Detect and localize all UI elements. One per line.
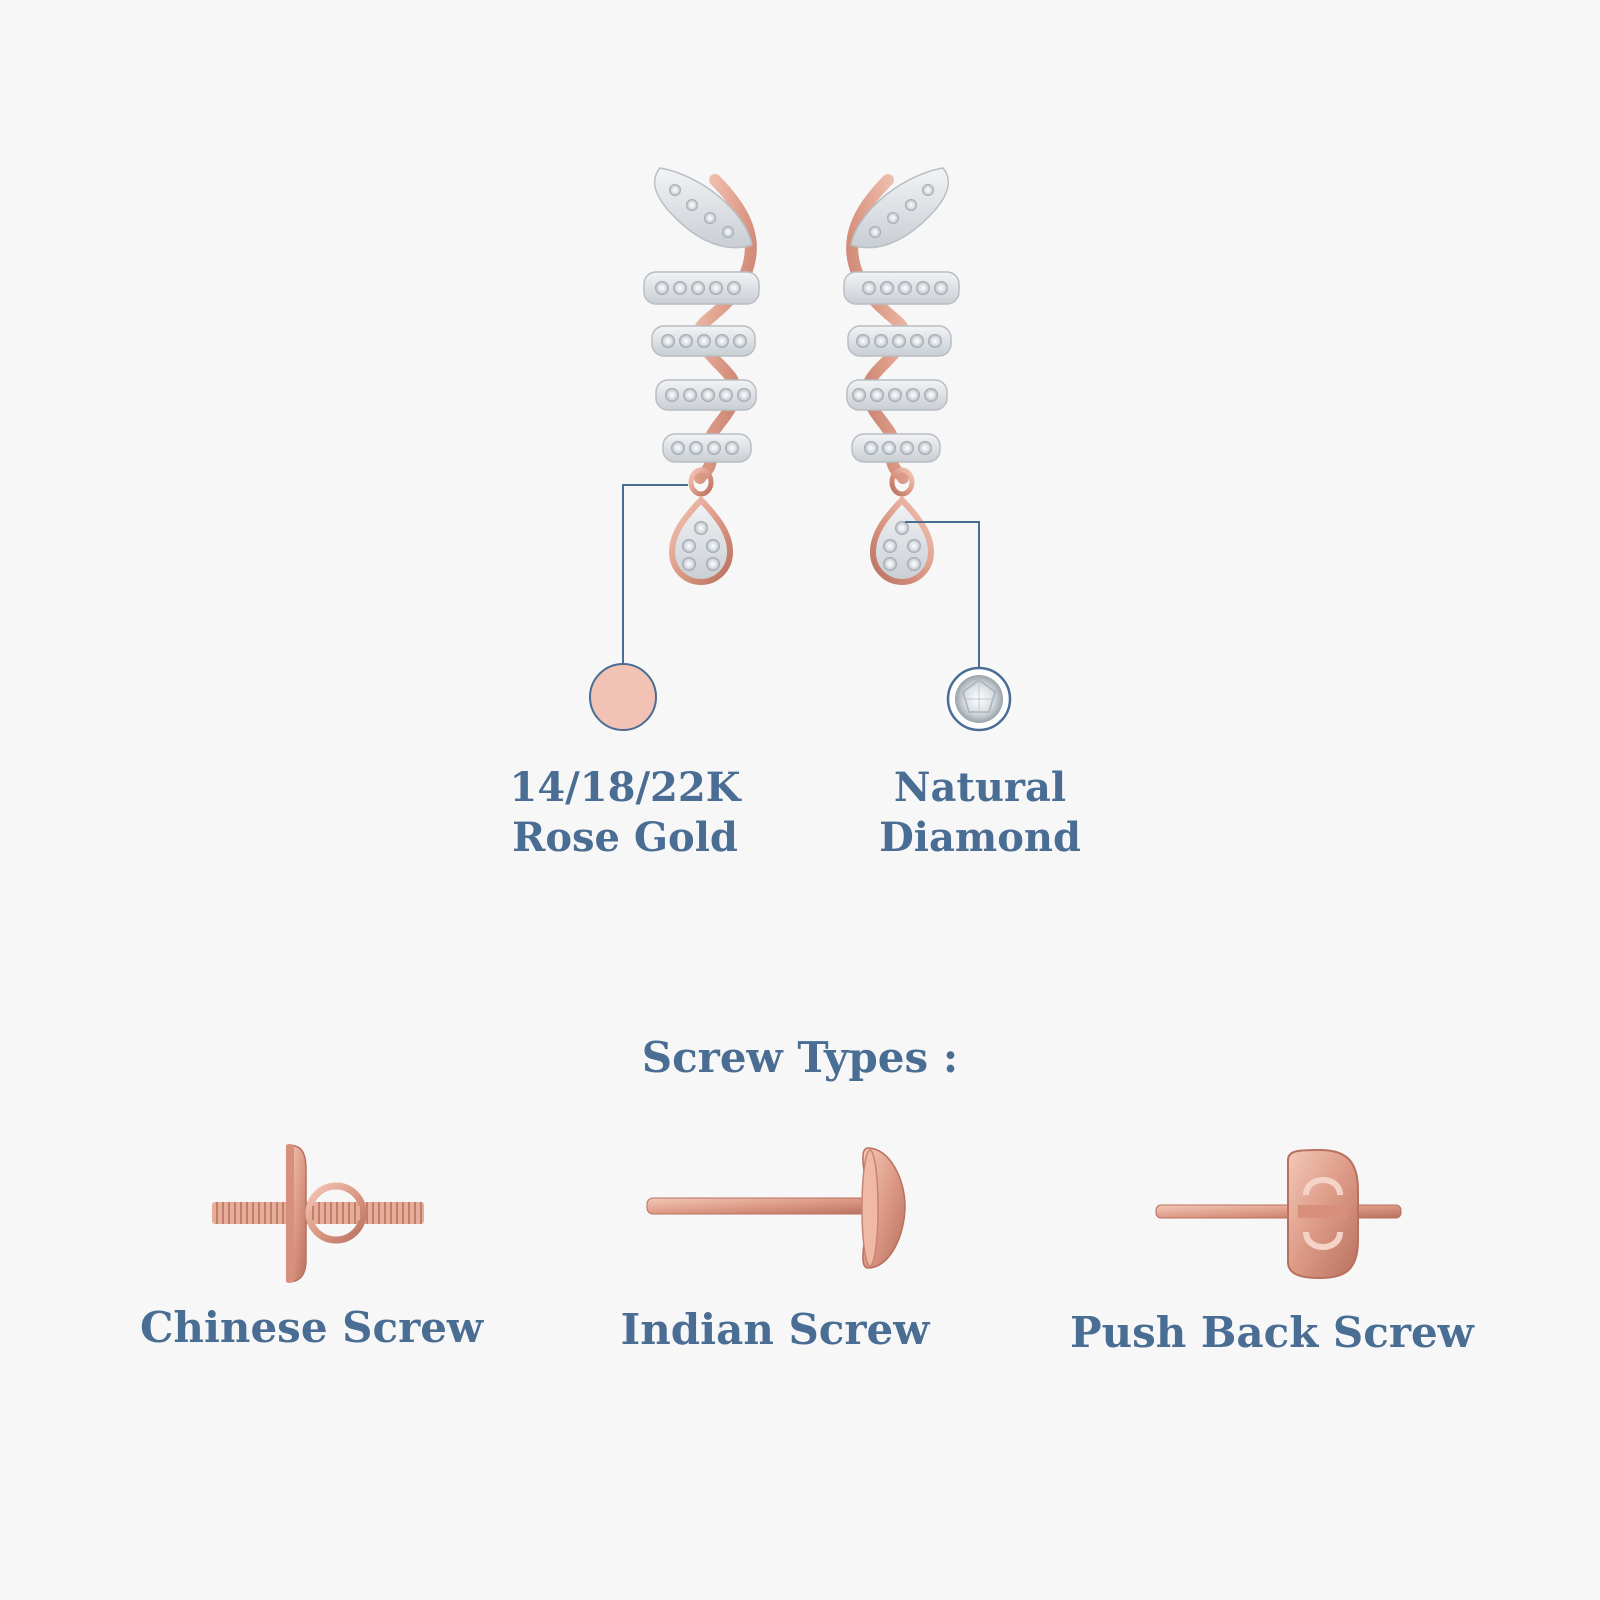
diamond-swatch-icon [946,666,1012,732]
metal-type-text: Rose Gold [512,814,738,861]
stone-type-text: Diamond [879,814,1081,861]
left-earring [643,167,760,586]
stone-label: Natural Diamond [850,763,1110,863]
push-back-screw-label: Push Back Screw [1070,1308,1474,1357]
screw-types-heading: Screw Types : [641,1033,959,1082]
metal-karat-text: 14/18/22K [509,764,741,811]
left-earring-drop [668,495,734,586]
indian-screw-icon [646,1147,906,1269]
metal-label: 14/18/22K Rose Gold [480,763,770,863]
indian-screw-label: Indian Screw [620,1305,930,1354]
chinese-screw-label: Chinese Screw [140,1303,484,1352]
push-back-screw-icon [1155,1148,1402,1280]
metal-leader-line [622,484,688,664]
stone-origin-text: Natural [893,764,1067,811]
rose-gold-swatch-icon [589,663,657,731]
chinese-screw-icon [212,1144,424,1283]
stone-leader-line [905,521,980,668]
right-earring [843,167,960,586]
